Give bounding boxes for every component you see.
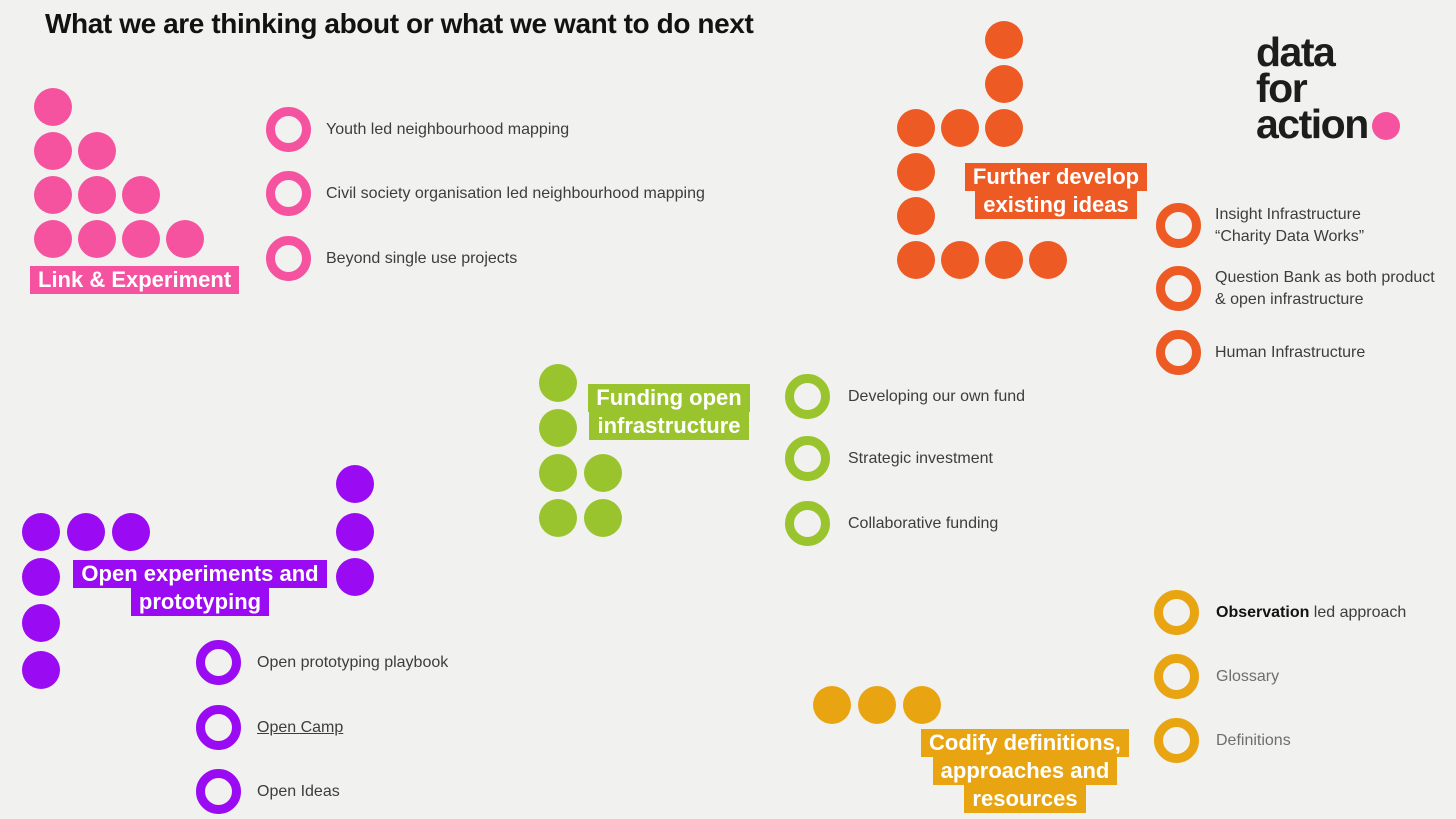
cluster-dot	[985, 241, 1023, 279]
cluster-dot	[336, 465, 374, 503]
cluster-dot	[985, 65, 1023, 103]
cluster-dot	[941, 241, 979, 279]
cluster-dot	[22, 513, 60, 551]
logo-line-2: for	[1256, 65, 1308, 111]
circle-bullet-icon	[785, 436, 830, 481]
cluster-dot	[22, 558, 60, 596]
circle-bullet-icon	[785, 374, 830, 419]
cluster-dot	[34, 176, 72, 214]
cluster-dot	[34, 220, 72, 258]
list-item: Open Ideas	[257, 782, 340, 800]
cluster-dot	[78, 220, 116, 258]
label-line: existing ideas	[975, 191, 1137, 219]
open-camp-link[interactable]: Open Camp	[257, 718, 344, 736]
cluster-dot	[336, 558, 374, 596]
logo-line-3: action	[1256, 104, 1400, 145]
circle-bullet-icon	[266, 236, 311, 281]
circle-bullet-icon	[196, 640, 241, 685]
cluster-dot	[858, 686, 896, 724]
logo-line-1: data	[1256, 29, 1336, 75]
label-line: Further develop	[964, 163, 1148, 191]
cluster-dot	[78, 132, 116, 170]
cluster-dot	[122, 220, 160, 258]
logo-dot-icon	[1371, 112, 1400, 140]
circle-bullet-icon	[266, 171, 311, 216]
list-item: Definitions	[1216, 731, 1291, 749]
circle-bullet-icon	[1154, 718, 1199, 763]
list-item: Glossary	[1216, 667, 1280, 685]
list-item: Developing our own fund	[848, 387, 1026, 405]
circle-bullet-icon	[1156, 330, 1201, 375]
label-line: Funding open	[588, 384, 750, 412]
cluster-dot	[985, 109, 1023, 147]
circle-bullet-icon	[196, 705, 241, 750]
cluster-dot	[22, 651, 60, 689]
cluster-dot	[78, 176, 116, 214]
cluster-dot	[897, 153, 935, 191]
label-line: Open experiments and	[73, 560, 327, 588]
cluster-dot	[336, 513, 374, 551]
page-title: What we are thinking about or what we wa…	[45, 8, 754, 39]
label-line: approaches and	[932, 757, 1118, 785]
cluster-dot	[584, 454, 622, 492]
list-item: Insight Infrastructure“Charity Data Work…	[1215, 205, 1365, 245]
cluster-dot	[985, 21, 1023, 59]
list-item: Civil society organisation led neighbour…	[326, 184, 705, 202]
cluster-dot	[34, 132, 72, 170]
list-item: Open prototyping playbook	[257, 653, 449, 671]
cluster-dot	[903, 686, 941, 724]
cluster-label-link-experiment: Link & Experiment	[30, 266, 290, 294]
cluster-dot	[897, 241, 935, 279]
cluster-dot	[813, 686, 851, 724]
cluster-dot	[166, 220, 204, 258]
list-item: Youth led neighbourhood mapping	[326, 120, 570, 138]
label-line: prototyping	[130, 588, 270, 616]
label-line: resources	[964, 785, 1086, 813]
cluster-dot	[897, 197, 935, 235]
list-item: Collaborative funding	[848, 514, 999, 532]
circle-bullet-icon	[1156, 203, 1201, 248]
cluster-dot	[897, 109, 935, 147]
circle-bullet-icon	[785, 501, 830, 546]
label-line: Codify definitions,	[921, 729, 1129, 757]
list-item: Strategic investment	[848, 449, 993, 467]
cluster-dot	[122, 176, 160, 214]
circle-bullet-icon	[1154, 654, 1199, 699]
label-line: Link & Experiment	[30, 266, 240, 294]
cluster-dot	[539, 409, 577, 447]
circle-bullet-icon	[196, 769, 241, 814]
circle-bullet-icon	[1156, 266, 1201, 311]
cluster-dot	[941, 109, 979, 147]
cluster-dot	[584, 499, 622, 537]
label-line: infrastructure	[589, 412, 749, 440]
cluster-dot	[539, 499, 577, 537]
list-item: Beyond single use projects	[326, 249, 518, 267]
list-item: Human Infrastructure	[1215, 343, 1366, 361]
cluster-dot	[22, 604, 60, 642]
cluster-dot	[112, 513, 150, 551]
circle-bullet-icon	[266, 107, 311, 152]
list-item: Question Bank as both product& open infr…	[1215, 268, 1435, 308]
cluster-dot	[539, 364, 577, 402]
circle-bullet-icon	[1154, 590, 1199, 635]
list-item: Observation led approach	[1216, 603, 1407, 621]
cluster-dot	[67, 513, 105, 551]
brand-logo: data for action	[1256, 29, 1400, 145]
cluster-dot	[1029, 241, 1067, 279]
cluster-dot	[539, 454, 577, 492]
cluster-dot	[34, 88, 72, 126]
